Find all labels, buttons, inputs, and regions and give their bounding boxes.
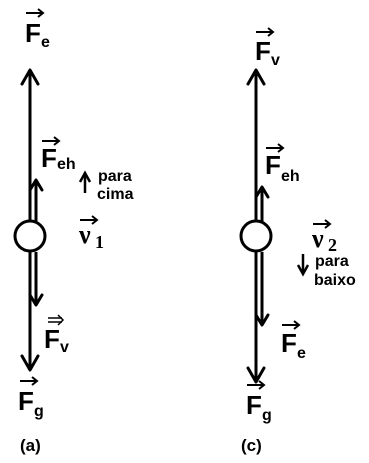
panel-c-feh-arrowhead bbox=[254, 185, 270, 199]
panel-a-velocity-label: ν 1 bbox=[78, 215, 104, 252]
svg-text:v: v bbox=[60, 339, 69, 356]
svg-text:baixo: baixo bbox=[314, 272, 356, 289]
panel-c-fv-arrowhead bbox=[246, 68, 266, 86]
panel-a-direction: para cima bbox=[78, 168, 134, 203]
svg-text:eh: eh bbox=[57, 156, 76, 173]
panel-c-velocity-label: ν 2 bbox=[311, 219, 337, 255]
panel-a: F e F eh para cima ν 1 F bbox=[13, 8, 134, 455]
svg-text:g: g bbox=[262, 407, 272, 424]
panel-a-caption: (a) bbox=[20, 436, 41, 455]
svg-text:e: e bbox=[297, 345, 306, 362]
svg-text:F: F bbox=[281, 328, 297, 358]
panel-c-caption: (c) bbox=[241, 436, 262, 455]
svg-text:F: F bbox=[41, 143, 57, 173]
panel-a-feh-label: F eh bbox=[41, 136, 76, 173]
panel-a-droplet bbox=[13, 219, 47, 253]
svg-text:1: 1 bbox=[95, 232, 104, 252]
svg-text:para: para bbox=[98, 168, 132, 185]
panel-a-fv-arrowhead bbox=[28, 293, 44, 307]
panel-c-fv-label: F v bbox=[255, 27, 280, 69]
svg-text:ν: ν bbox=[78, 220, 91, 249]
panel-c-direction: para baixo bbox=[296, 253, 356, 289]
panel-a-fe-label: F e bbox=[25, 8, 50, 51]
panel-c-droplet bbox=[239, 219, 273, 253]
svg-text:ν: ν bbox=[311, 224, 324, 253]
svg-text:v: v bbox=[271, 52, 280, 69]
svg-text:e: e bbox=[41, 34, 50, 51]
svg-text:F: F bbox=[18, 386, 34, 416]
panel-c: F v F eh ν 2 para baixo F bbox=[239, 27, 356, 455]
panel-c-fe-label: F e bbox=[281, 320, 306, 362]
panel-c-fg-label: F g bbox=[246, 380, 272, 424]
svg-text:F: F bbox=[265, 150, 281, 180]
svg-text:F: F bbox=[255, 36, 271, 66]
svg-text:para: para bbox=[315, 253, 349, 270]
panel-a-fe-arrowhead bbox=[20, 68, 40, 86]
svg-text:F: F bbox=[44, 324, 60, 354]
panel-a-feh-arrowhead bbox=[28, 178, 44, 192]
panel-c-fg-arrowhead bbox=[246, 366, 266, 384]
svg-text:eh: eh bbox=[281, 168, 300, 185]
panel-a-fg-label: F g bbox=[18, 376, 44, 420]
panel-a-fv-label: F v bbox=[44, 314, 69, 356]
svg-text:F: F bbox=[25, 18, 41, 48]
svg-text:2: 2 bbox=[328, 235, 337, 255]
svg-text:F: F bbox=[246, 390, 262, 420]
panel-c-fe-arrowhead bbox=[254, 313, 270, 327]
panel-a-fg-arrowhead bbox=[20, 354, 40, 372]
svg-text:cima: cima bbox=[97, 186, 134, 203]
panel-c-feh-label: F eh bbox=[265, 143, 300, 185]
svg-text:g: g bbox=[34, 403, 44, 420]
